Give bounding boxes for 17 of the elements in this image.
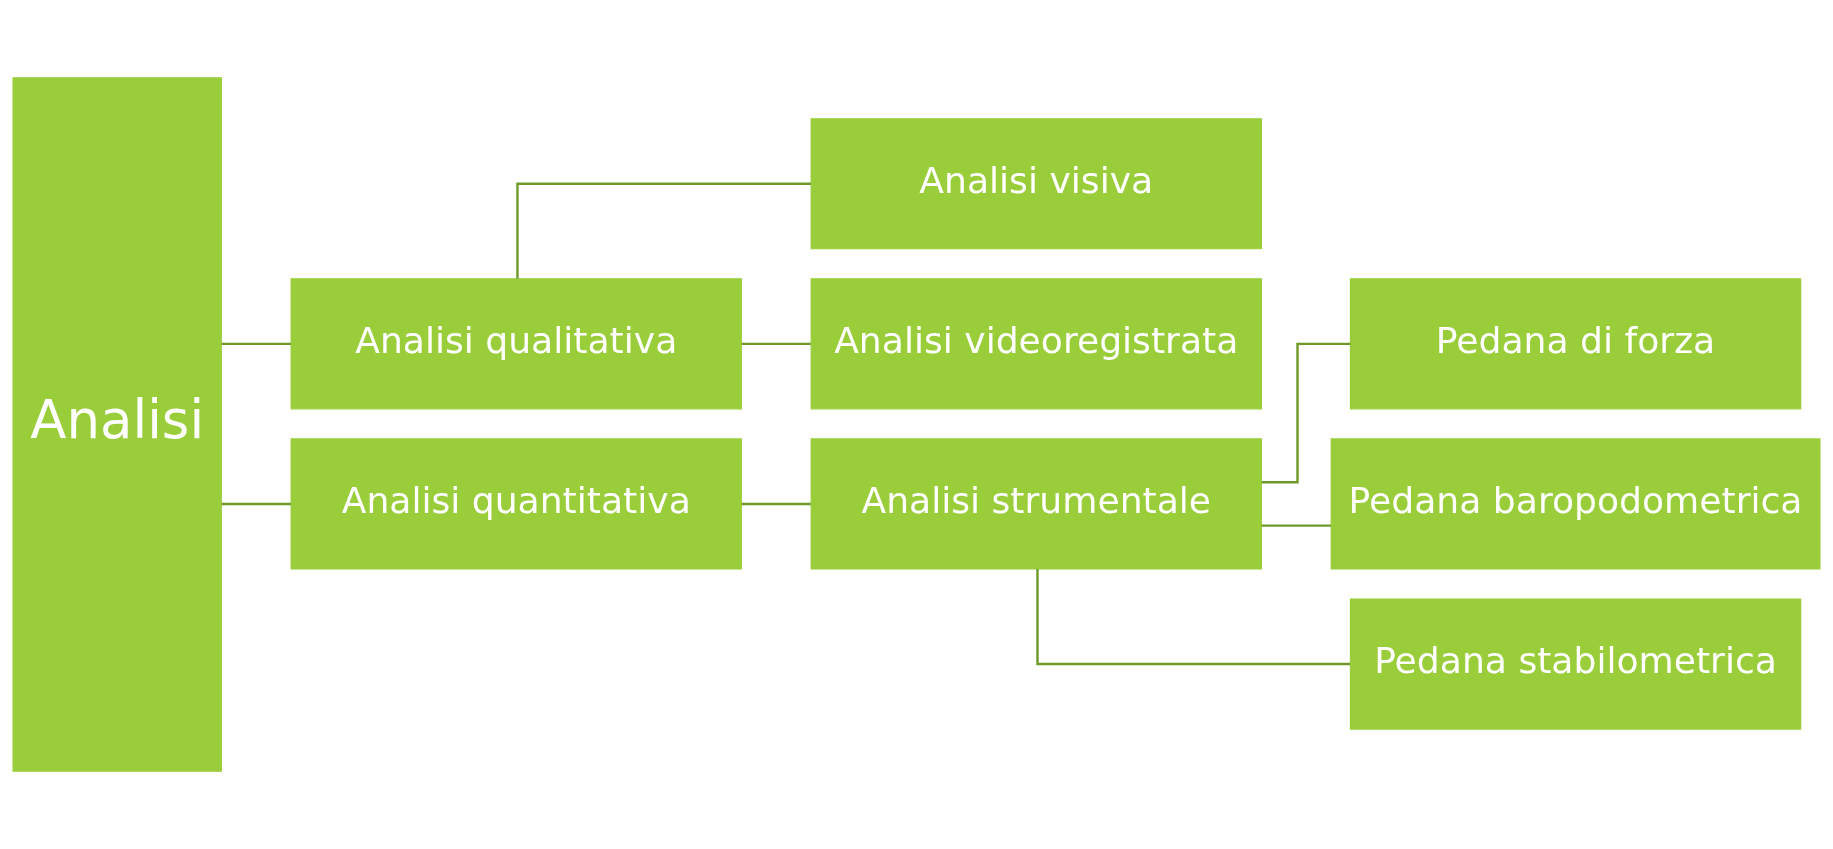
node-box: Analisi strumentale [810, 438, 1262, 570]
node-box: Analisi quantitativa [290, 438, 742, 570]
node-box: Analisi qualitativa [290, 278, 742, 410]
node-box: Pedana di forza [1349, 278, 1802, 410]
node-box: Pedana baropodometrica [1330, 438, 1821, 570]
connector [1036, 569, 1351, 666]
connector [221, 342, 292, 346]
connector [1261, 524, 1331, 527]
node-box: Analisi [12, 77, 222, 772]
connector [516, 182, 811, 279]
connector [741, 502, 811, 506]
connector [221, 502, 292, 506]
connector [741, 342, 811, 346]
node-box: Analisi videoregistrata [810, 278, 1262, 410]
node-box: Analisi visiva [810, 118, 1262, 250]
node-box: Pedana stabilometrica [1349, 598, 1802, 730]
connector [1261, 342, 1351, 484]
